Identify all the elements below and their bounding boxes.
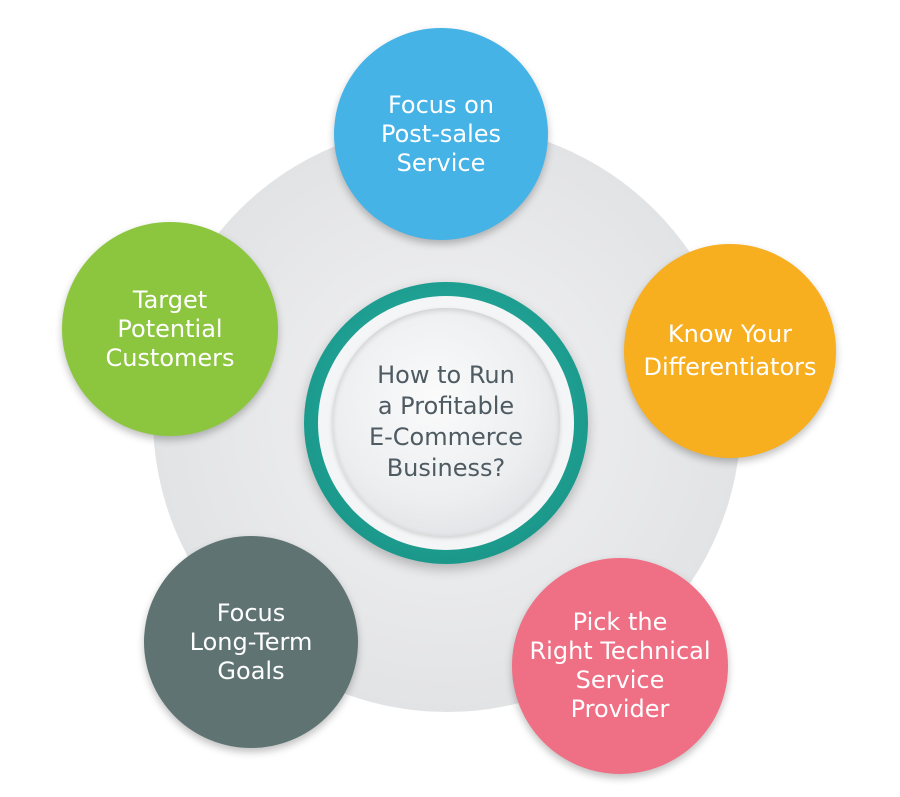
node-long-term-goals-label: Focus Long-Term Goals: [189, 598, 313, 685]
node-long-term-goals: Focus Long-Term Goals: [144, 536, 358, 748]
node-differentiators: Know Your Differentiators: [624, 244, 836, 458]
center-hub: How to Run a Profitable E-Commerce Busin…: [332, 308, 560, 536]
node-post-sales-label: Focus on Post-sales Service: [380, 90, 502, 177]
node-target-customers-label: Target Potential Customers: [105, 285, 235, 372]
node-post-sales: Focus on Post-sales Service: [334, 28, 548, 240]
center-title: How to Run a Profitable E-Commerce Busin…: [368, 361, 524, 482]
node-technical-provider-label: Pick the Right Technical Service Provide…: [529, 608, 711, 723]
node-technical-provider: Pick the Right Technical Service Provide…: [512, 558, 728, 774]
node-target-customers: Target Potential Customers: [62, 222, 278, 436]
node-differentiators-label: Know Your Differentiators: [643, 320, 817, 381]
